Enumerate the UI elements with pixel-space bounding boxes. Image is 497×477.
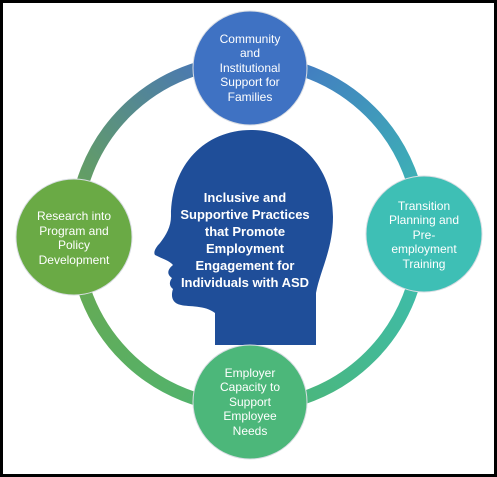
- node-circle-bottom: [192, 344, 308, 460]
- head-silhouette: [154, 130, 333, 345]
- node-circle-top: [192, 10, 308, 126]
- node-label-left: Research into Program and Policy Develop…: [36, 209, 112, 267]
- node-circle-left: [15, 178, 133, 296]
- node-label-bottom: Employer Capacity to Support Employee Ne…: [219, 365, 281, 438]
- cycle-diagram: [15, 10, 483, 460]
- node-label-right: Transition Planning and Pre- employment …: [388, 198, 460, 271]
- center-title: Inclusive and Supportive Practices that …: [180, 190, 310, 290]
- node-label-top: Community and Institutional Support for …: [219, 31, 281, 104]
- node-circle-right: [365, 175, 483, 293]
